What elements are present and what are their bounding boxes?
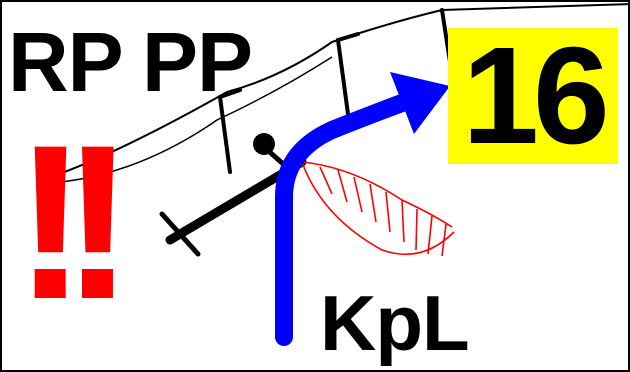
catenary-wire-lower-icon <box>61 56 333 183</box>
kpl-label: KpL <box>320 279 470 367</box>
catenary-wire-icon <box>41 3 628 181</box>
exclamation-marks: !! <box>14 99 134 345</box>
km-marker-box: 16 <box>448 19 618 173</box>
hatched-fan-icon <box>301 161 455 257</box>
km-marker-value: 16 <box>462 19 609 173</box>
pp-label: PP <box>142 15 253 109</box>
curved-arrow-icon <box>275 72 450 346</box>
rp-label: RP <box>8 15 124 109</box>
